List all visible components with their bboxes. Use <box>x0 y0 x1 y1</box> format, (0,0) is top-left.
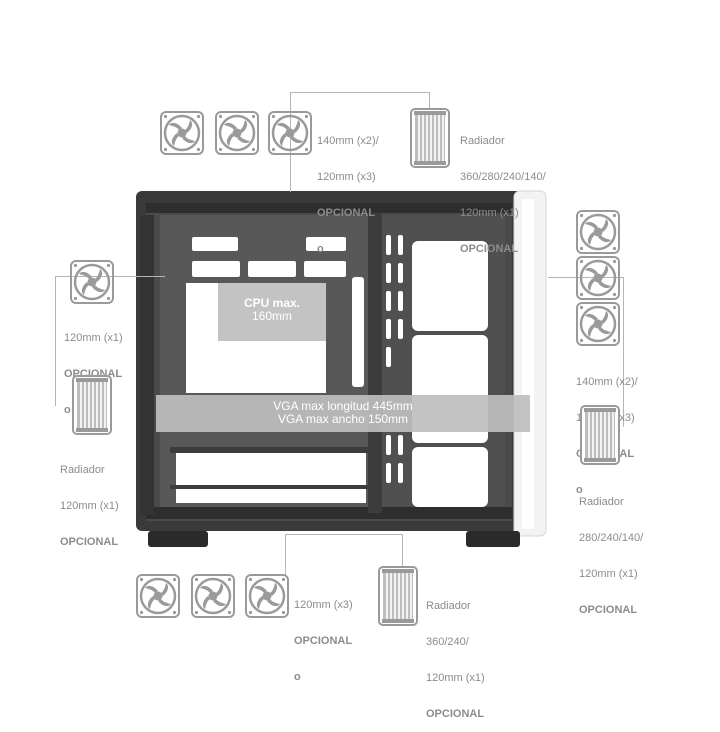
cpu-max-line2: 160mm <box>251 309 292 323</box>
right-fans-line1: 140mm (x2)/ <box>576 376 638 388</box>
right-rad-line3: 120mm (x1) <box>579 568 638 580</box>
left-radiator-label: Radiador 120mm (x1) OPCIONAL <box>60 440 119 560</box>
top-fans-line4: o <box>317 243 324 255</box>
top-connector-rad-drop <box>429 92 430 110</box>
fan-icon <box>576 302 620 346</box>
top-rad-line3: 120mm (x1) <box>460 207 519 219</box>
vga-max-line2: VGA max ancho 150mm <box>277 412 409 426</box>
top-fans-line3: OPCIONAL <box>317 207 376 219</box>
left-connector-horizontal <box>55 276 165 277</box>
left-fan-line1: 120mm (x1) <box>64 332 123 344</box>
bottom-fans-line1: 120mm (x3) <box>294 599 353 611</box>
bottom-connector-rad-drop <box>402 534 403 566</box>
fan-icon <box>576 256 620 300</box>
right-rad-line2: 280/240/140/ <box>579 532 644 544</box>
right-connector-vertical <box>623 277 624 427</box>
bottom-fans-label: 120mm (x3) OPCIONAL o <box>294 575 353 695</box>
right-rad-line4: OPCIONAL <box>579 604 638 616</box>
fan-icon <box>268 111 312 155</box>
left-connector-vertical <box>55 276 56 406</box>
radiator-icon <box>410 108 450 168</box>
top-connector-horizontal <box>290 92 430 93</box>
right-radiator-label: Radiador 280/240/140/ 120mm (x1) OPCIONA… <box>579 472 643 628</box>
vga-max-line1: VGA max longitud 445mm <box>273 399 413 413</box>
fan-icon <box>191 574 235 618</box>
bottom-fans-line3: o <box>294 671 301 683</box>
top-radiator-label: Radiador 360/280/240/140/ 120mm (x1) OPC… <box>460 111 546 267</box>
top-fans-line2: 120mm (x3) <box>317 171 376 183</box>
bottom-radiator-label: Radiador 360/240/ 120mm (x1) OPCIONAL <box>426 576 485 732</box>
top-rad-line2: 360/280/240/140/ <box>460 171 546 183</box>
right-rad-line1: Radiador <box>579 496 624 508</box>
bottom-rad-line3: 120mm (x1) <box>426 672 485 684</box>
right-connector-horizontal <box>548 277 624 278</box>
cpu-max-label: CPU max. 160mm <box>218 283 326 341</box>
fan-icon <box>136 574 180 618</box>
top-rad-line1: Radiador <box>460 135 505 147</box>
bottom-rad-line2: 360/240/ <box>426 636 469 648</box>
bottom-connector-horizontal <box>285 534 403 535</box>
top-rad-line4: OPCIONAL <box>460 243 519 255</box>
fan-icon <box>215 111 259 155</box>
bottom-rad-line1: Radiador <box>426 600 471 612</box>
fan-icon <box>160 111 204 155</box>
fan-icon <box>70 260 114 304</box>
radiator-icon <box>72 375 112 435</box>
left-rad-line2: 120mm (x1) <box>60 500 119 512</box>
radiator-icon <box>378 566 418 626</box>
left-fan-line3: o <box>64 404 71 416</box>
fan-icon <box>245 574 289 618</box>
cpu-max-line1: CPU max. <box>243 296 301 310</box>
vga-max-label: VGA max longitud 445mm VGA max ancho 150… <box>156 395 530 432</box>
pc-case-illustration <box>136 190 547 547</box>
bottom-connector-vertical <box>285 534 286 576</box>
bottom-rad-line4: OPCIONAL <box>426 708 485 720</box>
bottom-fans-line2: OPCIONAL <box>294 635 353 647</box>
left-rad-line3: OPCIONAL <box>60 536 119 548</box>
right-fans-line4: o <box>576 484 583 496</box>
fan-icon <box>576 210 620 254</box>
left-rad-line1: Radiador <box>60 464 105 476</box>
top-fans-label: 140mm (x2)/ 120mm (x3) OPCIONAL o <box>317 111 379 267</box>
radiator-icon <box>580 405 620 465</box>
top-fans-line1: 140mm (x2)/ <box>317 135 379 147</box>
top-connector-vertical <box>290 92 291 192</box>
